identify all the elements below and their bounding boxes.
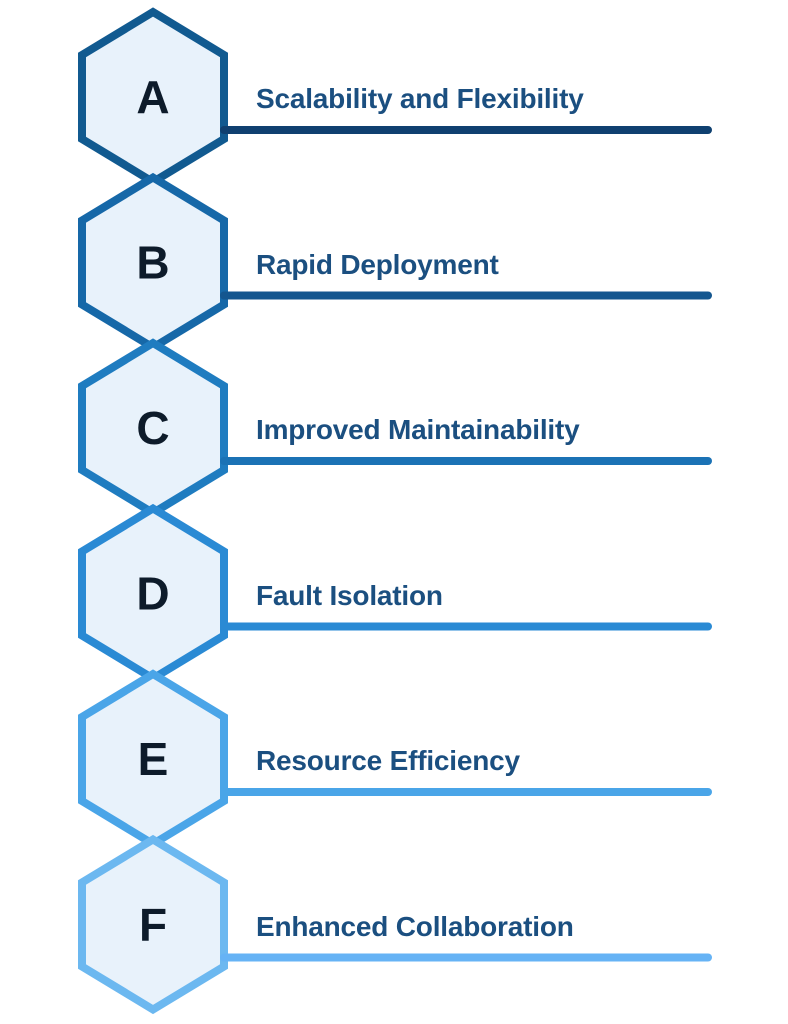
step-label-e: Resource Efficiency (256, 745, 520, 776)
connector-line-group (220, 126, 712, 962)
hexagon-letter-c: C (136, 402, 169, 454)
step-label-a: Scalability and Flexibility (256, 83, 584, 114)
hexagon-letter-b: B (136, 237, 169, 289)
hexagon-letter-a: A (136, 71, 169, 123)
step-label-c: Improved Maintainability (256, 414, 580, 445)
hexagon-letter-f: F (139, 899, 167, 951)
hexagon-letter-e: E (138, 733, 169, 785)
step-label-f: Enhanced Collaboration (256, 910, 574, 942)
hexagon-letter-d: D (136, 568, 169, 620)
step-label-b: Rapid Deployment (256, 248, 499, 280)
hexagon-letter-group: A B C D E F (136, 71, 169, 951)
hexagon-f[interactable] (78, 834, 228, 1015)
hexagon-group (78, 7, 228, 1015)
step-label-d: Fault Isolation (256, 579, 443, 611)
